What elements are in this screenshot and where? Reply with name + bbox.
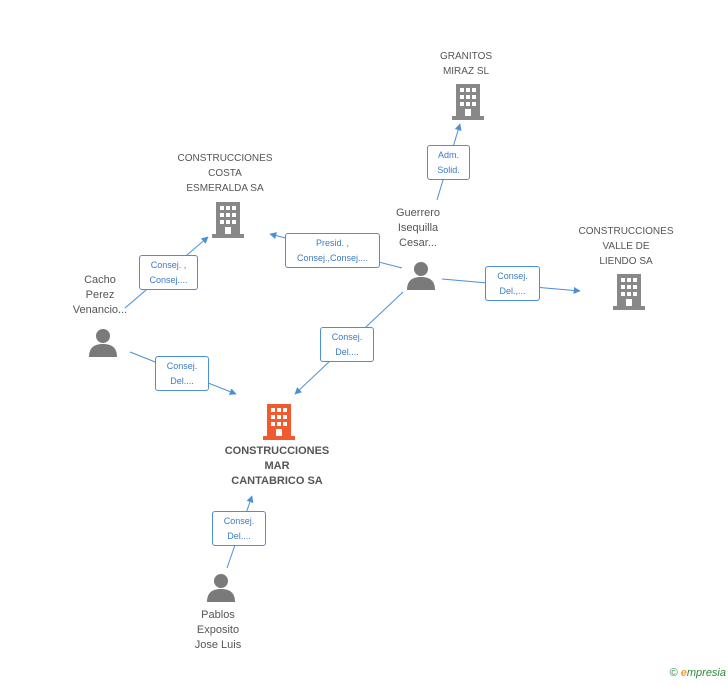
edge-label-cacho-main[interactable]: Consej. Del....: [155, 356, 209, 391]
brand-initial: e: [680, 667, 687, 679]
edge-label-pablos-main[interactable]: Consej. Del....: [212, 511, 266, 546]
company-label-valle-de-liendo[interactable]: CONSTRUCCIONES VALLE DE LIENDO SA: [578, 226, 674, 267]
building-icon[interactable]: [212, 202, 244, 238]
edge-label-guerrero-costa[interactable]: Presid. , Consej.,Consej....: [285, 233, 380, 268]
person-icon[interactable]: [88, 327, 118, 357]
company-label-granitos[interactable]: GRANITOS MIRAZ SL: [439, 51, 493, 77]
edge-label-guerrero-main[interactable]: Consej. Del....: [320, 327, 374, 362]
person-label-guerrero[interactable]: Guerrero Isequilla Cesar...: [395, 207, 441, 249]
person-icon[interactable]: [406, 260, 436, 290]
edge-label-guerrero-granitos[interactable]: Adm. Solid.: [427, 145, 470, 180]
edge-label-guerrero-valle[interactable]: Consej. Del.,...: [485, 266, 540, 301]
empresia-brand[interactable]: ©empresia: [670, 667, 726, 679]
main-company-label[interactable]: CONSTRUCCIONES MAR CANTABRICO SA: [224, 445, 330, 487]
person-label-cacho[interactable]: Cacho Perez Venancio...: [72, 274, 128, 316]
brand-name: mpresia: [686, 667, 726, 679]
building-icon[interactable]: [613, 274, 645, 310]
edge-label-cacho-costa[interactable]: Consej. , Consej....: [139, 255, 198, 290]
main-company-building-icon[interactable]: [263, 404, 295, 440]
building-icon[interactable]: [452, 84, 484, 120]
person-icon[interactable]: [206, 572, 236, 602]
copyright-symbol: ©: [669, 667, 678, 679]
person-label-pablos[interactable]: Pablos Exposito Jose Luis: [194, 609, 242, 651]
company-label-costa-esmeralda[interactable]: CONSTRUCCIONES COSTA ESMERALDA SA: [177, 153, 273, 194]
